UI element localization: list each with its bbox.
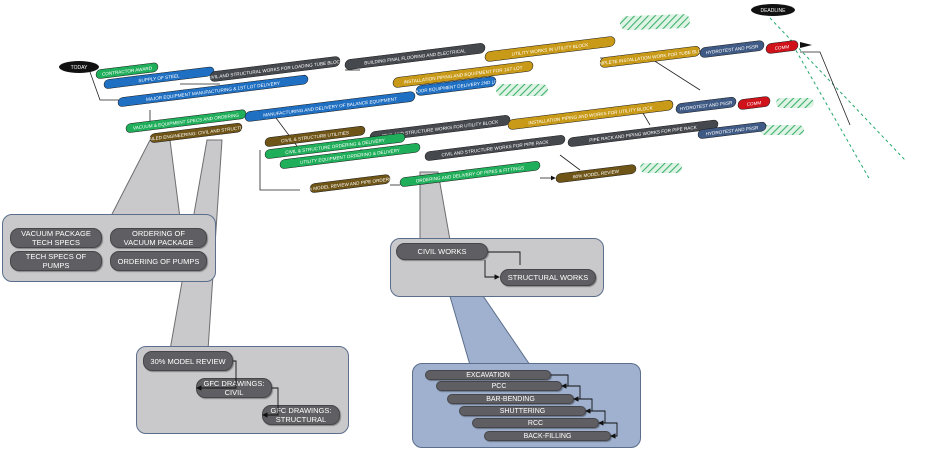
gantt-bar-label: 60% MODEL REVIEW <box>573 169 620 180</box>
hatched-block <box>640 163 682 173</box>
gantt-bar-shape <box>765 40 799 54</box>
gantt-bar-shape <box>264 125 366 147</box>
excavation-step: EXCAVATION <box>425 370 551 380</box>
gantt-bar: COMPLETE INSTALLATION WORK FOR TUBE BLOC… <box>592 46 709 68</box>
gantt-bar: CIVIL AND STRUCTURE WORKS FOR PIPE RACK <box>424 135 566 161</box>
gantt-bar-shape <box>484 36 616 62</box>
gantt-bar: BUILDING FINAL FLOORING AND ELECTRICAL <box>344 43 486 70</box>
gfc-drawings-civil-box: GFC DRAWINGS: CIVIL <box>196 378 272 398</box>
gantt-bar-label: HYDROTEST AND PSSR <box>706 125 759 137</box>
hatched-block <box>776 98 814 108</box>
deadline-arrow-icon <box>800 42 812 48</box>
gantt-bar-shape <box>209 56 341 82</box>
pcc-step: PCC <box>436 381 562 391</box>
gantt-bar-shape <box>244 91 416 122</box>
today-milestone <box>59 61 99 73</box>
gantt-bar-label: CIVIL AND STRUCTURAL WORKS FOR LOADING T… <box>207 59 344 81</box>
gantt-bar: COMM <box>737 96 771 110</box>
gantt-bar: CONTRACTOR AWARD <box>95 62 159 79</box>
rcc-step: RCC <box>472 418 599 428</box>
gantt-bar-shape <box>697 121 767 139</box>
gantt-bar-shape <box>149 122 243 143</box>
back-filling-step: BACK-FILLING <box>484 431 611 441</box>
gantt-bar-shape <box>507 100 674 130</box>
gantt-bar-shape <box>95 62 159 79</box>
gantt-bar-label: COMM <box>747 100 762 107</box>
hatched-block <box>760 125 804 135</box>
gantt-bar-shape <box>675 96 737 114</box>
deadline-milestone <box>751 4 795 16</box>
gantt-bar: MANUFACTURING AND DELIVERY OF BALANCE EQ… <box>244 91 416 122</box>
gantt-bar: 60% MODEL REVIEW <box>555 164 637 183</box>
gantt-bar-label: COMM <box>775 44 790 51</box>
callout-panel-engineering <box>2 214 216 282</box>
gantt-bar-label: SUPPLY OF STEEL <box>138 73 180 83</box>
ordering-pumps-box: ORDERING OF PUMPS <box>110 251 207 271</box>
gantt-bar: PIPE RACK AND PIPING WORKS FOR PIPE RACK <box>567 119 719 147</box>
structural-works-box: STRUCTURAL WORKS <box>500 269 596 286</box>
gantt-bar: HYDROTEST AND PSSR <box>697 121 767 139</box>
gantt-bar-shape <box>117 74 309 107</box>
bar-bending-step: BAR-BENDING <box>447 394 574 404</box>
hatched-block <box>620 14 690 31</box>
gantt-bar: COMM <box>765 40 799 54</box>
gantt-bar-shape <box>399 161 541 187</box>
gfc-drawings-structural-box: GFC DRAWINGS: STRUCTURAL <box>262 405 340 425</box>
ordering-vacuum-package-box: ORDERING OF VACUUM PACKAGE <box>110 228 207 248</box>
gantt-bar-shape <box>344 43 486 70</box>
gantt-bar-shape <box>424 135 566 161</box>
gantt-bar-shape <box>599 46 701 68</box>
gantt-bar-shape <box>309 174 391 193</box>
gantt-bar: CIVIL AND STRUCTURAL WORKS FOR LOADING T… <box>207 56 344 82</box>
gantt-bar: SUPPLY OF STEEL <box>103 66 215 89</box>
gantt-bar-shape <box>555 164 637 183</box>
gantt-bar: 30% MODEL REVIEW AND PIPE ORDERING <box>303 174 398 193</box>
hatched-block <box>496 84 548 96</box>
civil-works-box: CIVIL WORKS <box>396 243 488 260</box>
gantt-bar-shape <box>567 119 719 147</box>
today-label: TODAY <box>71 65 88 71</box>
gantt-bar: UTILITY WORKS IN UTILITY BLOCK <box>484 36 616 62</box>
gantt-bar-label: CONTRACTOR AWARD <box>102 66 153 77</box>
gantt-bar-shape <box>415 76 497 96</box>
gantt-bar-shape <box>699 40 765 58</box>
shuttering-step: SHUTTERING <box>459 406 586 416</box>
gantt-bar: HYDROTEST AND PSSR <box>699 40 765 58</box>
gantt-bar-shape <box>279 143 421 169</box>
gantt-bar-shape <box>737 96 771 110</box>
deadline-label: DEADLINE <box>760 8 786 14</box>
gantt-bar-shape <box>264 133 406 159</box>
gantt-bar: HYDROTEST AND PSSR <box>675 96 737 114</box>
gantt-bar-label: HYDROTEST AND PSSR <box>706 44 759 56</box>
tech-specs-pumps-box: TECH SPECS OF PUMPS <box>10 251 102 271</box>
gantt-bar: INSTALLATION PIPING AND WORKS FOR UTILIT… <box>507 100 674 130</box>
model-review-30-box: 30% MODEL REVIEW <box>143 351 233 371</box>
callout-pointer-engineering <box>109 139 181 219</box>
gantt-bar-label: HYDROTEST AND PSSR <box>680 100 733 112</box>
gantt-bar-shape <box>103 66 215 89</box>
vacuum-package-tech-specs-box: VACUUM PACKAGE TECH SPECS <box>10 228 102 248</box>
gantt-bar-shape <box>392 61 534 88</box>
